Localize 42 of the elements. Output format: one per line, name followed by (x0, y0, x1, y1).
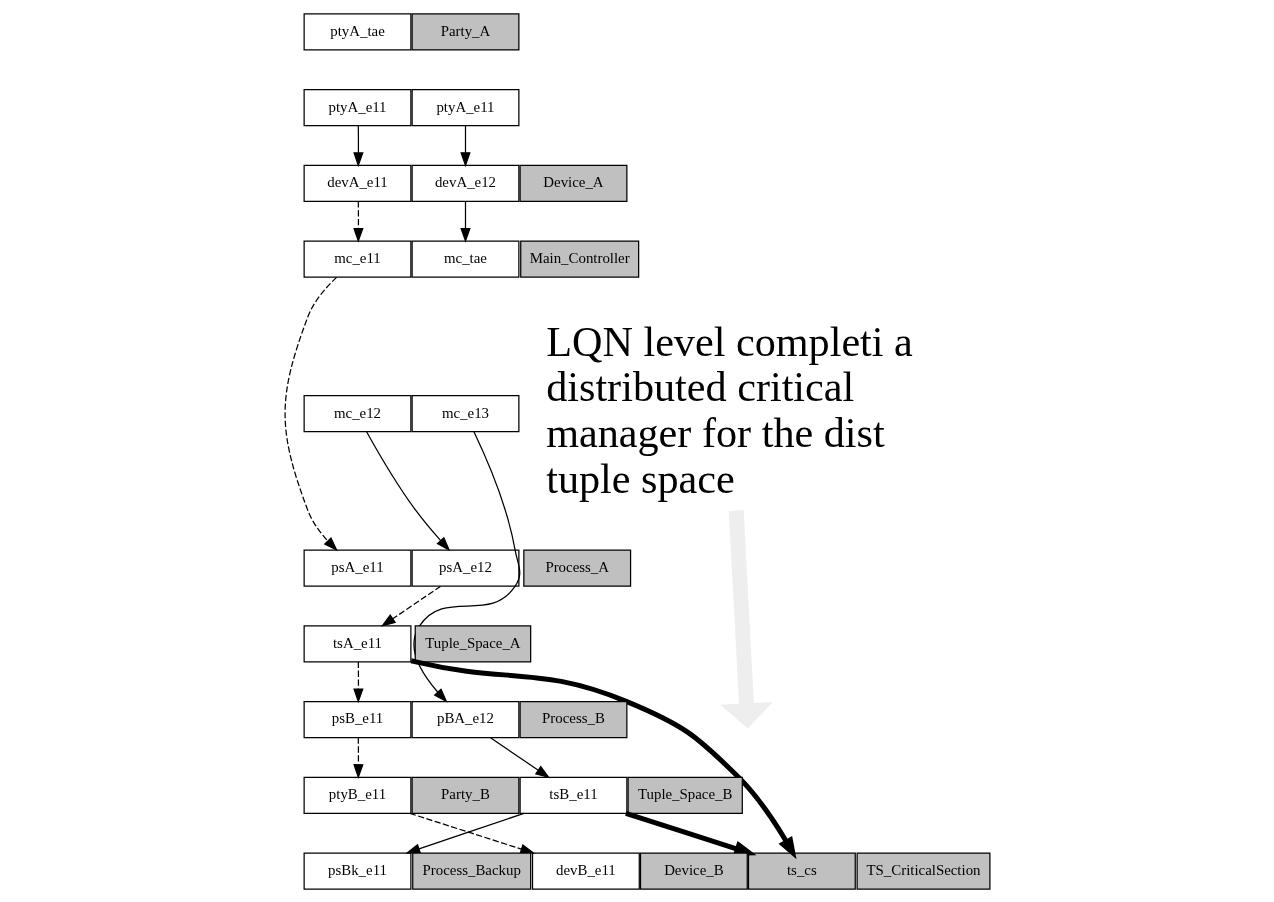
node-text: LQN level completi a distributed critical manager for the dist tuple space (545, 317, 913, 502)
arrow (352, 736, 364, 779)
node-box: ptyA_tae (303, 12, 411, 51)
node-box: devA_e12 (411, 164, 519, 202)
node-box: psBk_e11 (303, 851, 411, 890)
node-box: mc_e12 (303, 394, 411, 432)
node-box: devB_e11 (531, 851, 640, 890)
arrow (459, 124, 471, 167)
node-box: psB_e11 (303, 700, 411, 738)
node-box: ptyA_e11 (411, 88, 519, 126)
arrow (352, 661, 364, 703)
node-box: psA_e11 (303, 549, 411, 587)
node-box: mc_e13 (411, 394, 519, 432)
arrow (489, 736, 550, 778)
node-box: TS_CriticalSection (856, 851, 991, 890)
arrow (352, 200, 364, 243)
node-box: Device_A (519, 164, 627, 202)
arrow (283, 276, 338, 551)
arrow (380, 585, 441, 627)
node-box: Party_B (411, 776, 519, 814)
node-box: psA_e12 (411, 549, 519, 587)
node-box: Device_B (639, 851, 748, 890)
node-box: devA_e11 (303, 164, 411, 202)
node-box: Party_A (411, 12, 519, 51)
node-box: Process_Backup (411, 851, 531, 890)
node-box: mc_e11 (303, 240, 411, 278)
node-box: tsB_e11 (519, 776, 627, 814)
node-box: mc_tae (411, 240, 519, 278)
node-box: Process_A (522, 549, 631, 587)
node-box: Tuple_Space_A (414, 624, 531, 662)
node-box: Main_Controller (519, 240, 639, 278)
arrow (459, 200, 471, 243)
node-box: pBA_e12 (411, 700, 519, 738)
node-box: ts_cs (747, 851, 856, 890)
node-box: tsA_e11 (303, 624, 411, 662)
node-box: Tuple_Space_B (627, 776, 743, 814)
node-box: ptyA_e11 (303, 88, 411, 126)
arrow (413, 430, 520, 703)
arrow (352, 124, 364, 167)
node-box: Process_B (519, 700, 627, 738)
node-box: ptyB_e11 (303, 776, 411, 814)
arrow (365, 430, 450, 551)
